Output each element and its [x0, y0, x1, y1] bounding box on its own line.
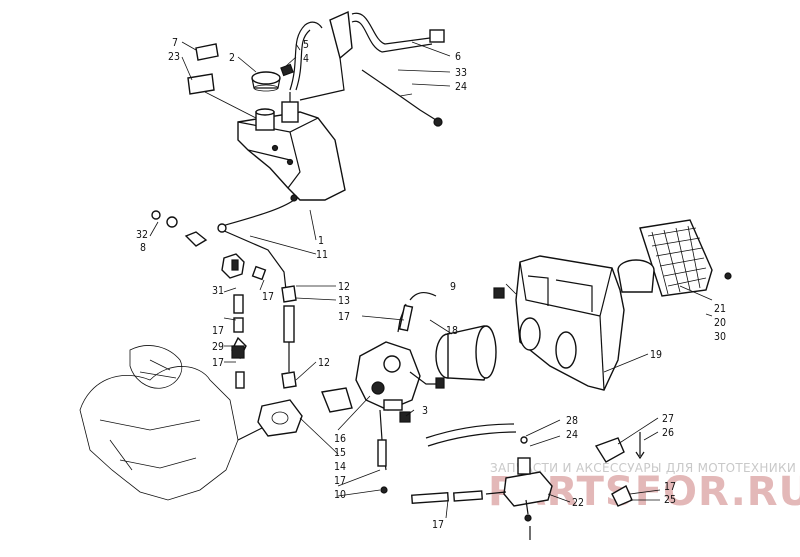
callout-17-b: 17 [262, 291, 274, 303]
engine-outline [79, 345, 239, 501]
decals [187, 43, 257, 119]
airbox [515, 255, 625, 391]
callout-7: 7 [172, 37, 178, 49]
vent-hose [280, 21, 323, 91]
callout-20: 20 [714, 317, 726, 329]
primer-line [299, 10, 445, 101]
watermark-tagline: ЗАПЧАСТИ И АКСЕССУАРЫ ДЛЯ МОТОТЕХНИКИ [490, 461, 796, 475]
carburetor [355, 341, 445, 471]
fuel-filter-stack [231, 294, 247, 389]
fuel-line [217, 199, 295, 291]
intake-boot [435, 325, 497, 381]
callout-10: 10 [334, 489, 346, 501]
hose-top [397, 291, 437, 333]
callout-17-c: 17 [212, 325, 224, 337]
callout-17-d: 17 [212, 357, 224, 369]
callout-29: 29 [212, 341, 224, 353]
shutoff-valve [221, 253, 267, 281]
bottom-hoses [411, 490, 507, 504]
callout-3: 3 [422, 405, 428, 417]
callout-19: 19 [650, 349, 662, 361]
callout-15: 15 [334, 447, 346, 459]
callout-9: 9 [450, 281, 456, 293]
callout-32: 32 [136, 229, 148, 241]
callout-12-top: 12 [338, 281, 350, 293]
callout-6: 6 [455, 51, 461, 63]
callout-14: 14 [334, 461, 346, 473]
callout-2: 2 [229, 52, 235, 64]
fuel-tank [237, 92, 346, 202]
clamp-3 [399, 411, 411, 423]
callout-21: 21 [714, 303, 726, 315]
callout-5: 5 [303, 39, 309, 51]
tank-cap [251, 71, 281, 92]
grommets [151, 210, 208, 247]
callout-30: 30 [714, 331, 726, 343]
callout-23: 23 [168, 51, 180, 63]
callout-17-f: 17 [664, 481, 676, 493]
callout-12-bottom: 12 [318, 357, 330, 369]
callout-11: 11 [316, 249, 328, 261]
callout-24-top: 24 [455, 81, 467, 93]
intake-flange [237, 387, 353, 441]
line-clamps [281, 285, 297, 389]
callout-33: 33 [455, 67, 467, 79]
callout-13: 13 [338, 295, 350, 307]
callout-22: 22 [572, 497, 584, 509]
callout-17-e: 17 [334, 475, 346, 487]
pump-hose [425, 423, 528, 447]
callout-28: 28 [566, 415, 578, 427]
callout-8: 8 [140, 242, 146, 254]
callout-18: 18 [446, 325, 458, 337]
callout-16: 16 [334, 433, 346, 445]
callout-1: 1 [318, 235, 324, 247]
fuel-pump [503, 457, 553, 540]
callout-31: 31 [212, 285, 224, 297]
callout-17-g: 17 [432, 519, 444, 531]
return-tube [361, 69, 443, 127]
callout-25: 25 [664, 494, 676, 506]
callout-26: 26 [662, 427, 674, 439]
callout-17-a: 17 [338, 311, 350, 323]
leader-lines [149, 41, 713, 519]
callout-labels: 7 23 2 5 4 6 33 24 32 8 1 11 12 13 17 12… [136, 37, 726, 531]
airbox-clip [493, 287, 505, 299]
callout-27: 27 [662, 413, 674, 425]
lower-hose [377, 439, 388, 494]
callout-4: 4 [303, 53, 309, 65]
intake-silencer [617, 219, 732, 297]
callout-24-bottom: 24 [566, 429, 578, 441]
